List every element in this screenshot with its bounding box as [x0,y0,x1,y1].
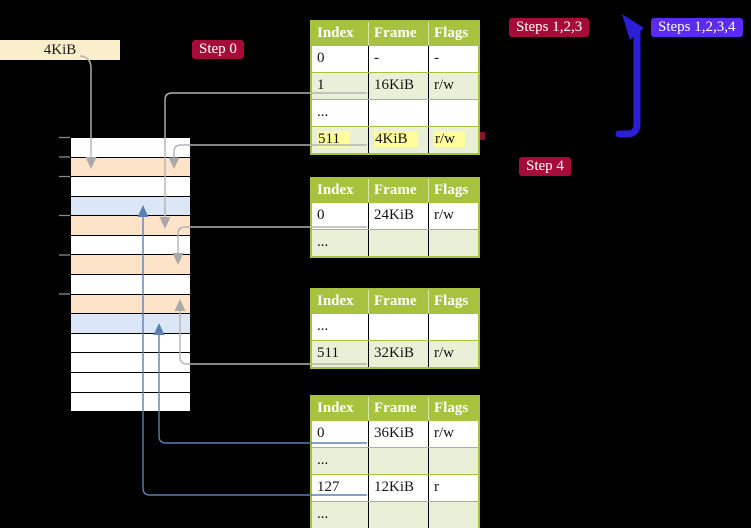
table-cell: r/w [428,73,478,99]
table-cell: 12KiB [368,475,428,501]
header-cell-flags: Flags [428,290,478,313]
table-cell: 511 [317,345,339,361]
table-cell: ... [317,506,329,522]
table-header-row: Index Frame Flags [312,22,478,45]
physical-memory-strip [70,137,191,412]
header-cell-frame: Frame [368,22,428,45]
table-cell: - [368,46,428,72]
memory-row [71,255,190,276]
table-cell [368,448,428,474]
memory-row [71,275,190,295]
table-cell: 0 [317,207,325,223]
table-cell: 0 [317,425,325,441]
table-header-row: Index Frame Flags [312,290,478,313]
table-cell [368,502,428,528]
header-cell-frame: Frame [368,290,428,313]
page-table-level2: Index Frame Flags 0 24KiB r/w ... [310,177,480,258]
table-cell: r/w [428,127,478,153]
header-cell-frame: Frame [368,397,428,420]
steps-123-badge: Steps 1,2,3 [509,18,590,37]
table-cell: ... [317,104,329,120]
header-cell-frame: Frame [368,179,428,202]
table-row: ... [312,229,478,256]
table-cell: r [428,475,478,501]
table-cell: r/w [428,341,478,367]
memory-row [71,196,190,217]
header-cell-flags: Flags [428,22,478,45]
memory-row [71,294,190,315]
table-row: 127 12KiB r [312,474,478,501]
table-cell: 511 [312,127,368,153]
memory-row [71,235,190,256]
table-cell [368,314,428,340]
header-cell-index: Index [317,400,354,416]
memory-tick-marks [59,136,70,295]
table-cell: ... [317,318,329,334]
table-cell [428,100,478,126]
recursive-entry-marker [480,132,485,140]
header-cell-index: Index [317,25,354,41]
page-table-level4: Index Frame Flags 0 36KiB r/w ... 127 12… [310,395,480,528]
header-cell-flags: Flags [428,179,478,202]
memory-row [71,333,190,354]
table-cell [428,448,478,474]
memory-row [71,372,190,393]
page-table-level1: Index Frame Flags 0 - - 1 16KiB r/w ... … [310,20,480,155]
frame-4kib-label: 4KiB [0,40,120,60]
table-cell [428,230,478,256]
table-cell: 16KiB [368,73,428,99]
table-cell: r/w [428,203,478,229]
step-0-badge: Step 0 [192,40,244,59]
table-cell: ... [317,234,329,250]
memory-row [71,392,190,412]
steps-1234-badge: Steps 1,2,3,4 [651,18,743,37]
table-cell: r/w [428,421,478,447]
header-cell-index: Index [317,182,354,198]
big-loop-arrow [615,14,644,138]
memory-row [71,216,190,236]
page-table-level3: Index Frame Flags ... 511 32KiB r/w [310,288,480,369]
table-cell: 32KiB [368,341,428,367]
table-cell [368,100,428,126]
table-row: ... [312,447,478,474]
table-row: ... [312,99,478,126]
table-header-row: Index Frame Flags [312,397,478,420]
table-cell [428,502,478,528]
table-cell: ... [317,452,329,468]
table-header-row: Index Frame Flags [312,179,478,202]
table-cell [428,314,478,340]
memory-row [71,353,190,373]
table-cell: 24KiB [368,203,428,229]
memory-row [71,157,190,178]
table-cell: 0 [317,50,325,66]
table-row: 0 24KiB r/w [312,202,478,229]
highlight-mark: 511 [317,131,350,147]
table-row: ... [312,313,478,340]
highlight-mark: r/w [434,131,465,147]
highlight-mark: 4KiB [374,131,418,147]
table-row: 0 - - [312,45,478,72]
header-cell-index: Index [317,293,354,309]
step-4-badge: Step 4 [519,157,571,176]
table-cell: 4KiB [368,127,428,153]
table-cell: 127 [317,479,340,495]
memory-row [71,177,190,197]
table-cell: 36KiB [368,421,428,447]
table-cell: 1 [317,77,325,93]
memory-row [71,138,190,158]
table-row: ... [312,501,478,528]
table-row: 0 36KiB r/w [312,420,478,447]
memory-row [71,314,190,334]
table-cell: - [428,46,478,72]
header-cell-flags: Flags [428,397,478,420]
table-row: 1 16KiB r/w [312,72,478,99]
table-cell [368,230,428,256]
table-row: 511 32KiB r/w [312,340,478,367]
table-row-highlighted: 511 4KiB r/w [312,126,478,153]
